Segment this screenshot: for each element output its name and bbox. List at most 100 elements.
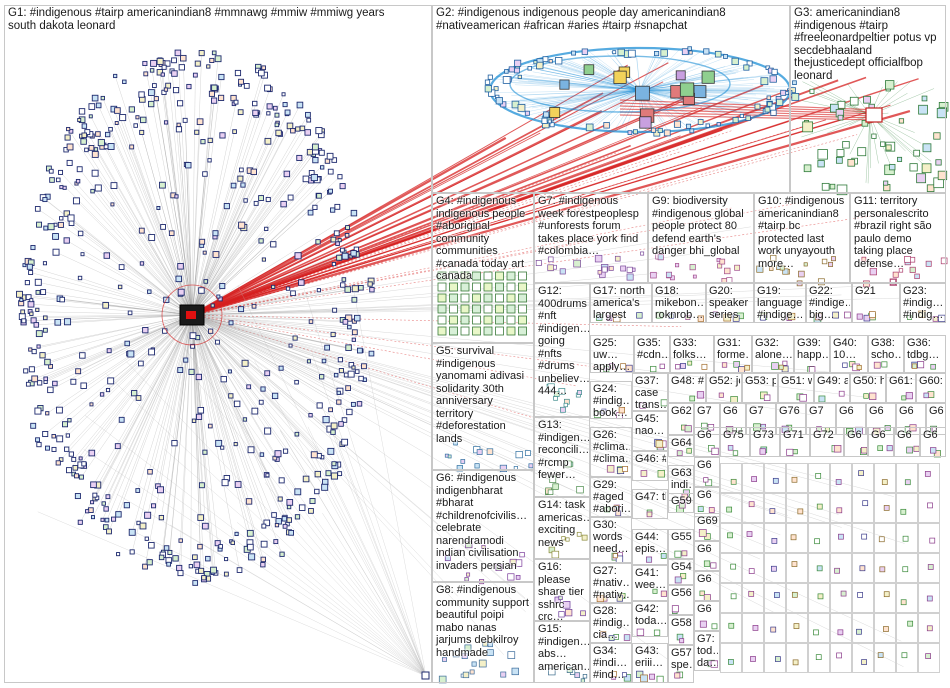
group-g75-cell[interactable]: G75 bbox=[720, 427, 750, 457]
group-cell-minor[interactable] bbox=[786, 643, 808, 673]
group-g64-cell[interactable]: G64 bbox=[668, 435, 694, 457]
group-cell-minor[interactable] bbox=[874, 523, 896, 553]
group-g66-cell[interactable]: G6 bbox=[920, 427, 946, 457]
group-cell-minor[interactable] bbox=[918, 553, 940, 583]
group-g5[interactable]: G5: survival #indigenous yanomami adivas… bbox=[432, 343, 534, 470]
group-cell-minor[interactable] bbox=[720, 463, 742, 493]
group-g22-cell[interactable]: G22: #indige… big… bbox=[806, 283, 852, 323]
group-g45-cell[interactable]: G45: nao… bbox=[632, 411, 668, 451]
group-g3[interactable]: G3: americanindian8 #indigenous #tairp #… bbox=[790, 5, 946, 193]
group-cell-minor[interactable] bbox=[808, 493, 830, 523]
group-g9[interactable]: G9: biodiversity #indigenous global peop… bbox=[648, 193, 754, 283]
group-cell-minor[interactable] bbox=[808, 553, 830, 583]
group-g2[interactable]: G2: #indigenous indigenous people day am… bbox=[432, 5, 790, 193]
group-g67-cell[interactable]: G7: tod… da… bbox=[694, 631, 720, 671]
group-cell-minor[interactable] bbox=[742, 613, 764, 643]
group-g66-cell[interactable]: G6 bbox=[868, 427, 894, 457]
group-g48-cell[interactable]: G48: #indig… bbox=[668, 373, 706, 403]
group-g52-cell[interactable]: G52: join… bbox=[706, 373, 742, 403]
group-g31-cell[interactable]: G31: forme… bbox=[714, 335, 752, 373]
group-g6[interactable]: G6: #indigenous indigenbharat #bharat #c… bbox=[432, 470, 534, 582]
group-g25-cell[interactable]: G25: uw… apply… bbox=[590, 335, 634, 373]
group-cell-minor[interactable] bbox=[764, 553, 786, 583]
group-cell-minor[interactable] bbox=[874, 643, 896, 673]
group-cell-minor[interactable] bbox=[830, 553, 852, 583]
group-g73-cell[interactable]: G73 bbox=[750, 427, 780, 457]
group-g8[interactable]: G8: #indigenous community support beauti… bbox=[432, 582, 534, 683]
group-cell-minor[interactable] bbox=[896, 523, 918, 553]
group-g34-cell[interactable]: G34: #indi… #ind… bbox=[590, 643, 632, 683]
group-cell-minor[interactable] bbox=[764, 493, 786, 523]
group-cell-minor[interactable] bbox=[852, 613, 874, 643]
group-cell-minor[interactable] bbox=[808, 613, 830, 643]
group-g17-cell[interactable]: G17: north america's largest bbox=[590, 283, 652, 323]
group-g16[interactable]: G16: please share tier sshrc crc… bbox=[534, 559, 590, 621]
group-g65-cell[interactable]: G6 bbox=[694, 427, 720, 457]
group-cell-minor[interactable] bbox=[830, 463, 852, 493]
group-cell-minor[interactable] bbox=[830, 643, 852, 673]
group-g43-cell[interactable]: G43: eriii… bbox=[632, 643, 668, 683]
group-cell-minor[interactable] bbox=[874, 493, 896, 523]
group-cell-minor[interactable] bbox=[918, 583, 940, 613]
group-g71-cell[interactable]: G71 bbox=[780, 427, 810, 457]
group-g65-cell[interactable]: G6 bbox=[844, 427, 868, 457]
group-g65-cell[interactable]: G6 bbox=[720, 403, 746, 435]
group-g65-cell[interactable]: G6 bbox=[694, 457, 720, 487]
group-g21-cell[interactable]: G21 bbox=[852, 283, 900, 323]
group-g29-cell[interactable]: G29: #aged #abori… bbox=[590, 477, 632, 517]
group-g49-cell[interactable]: G49: anyt… bbox=[814, 373, 850, 403]
group-g65-cell[interactable]: G6 bbox=[926, 403, 946, 435]
group-g66-cell[interactable]: G6 bbox=[694, 601, 720, 631]
group-g44-cell[interactable]: G44: epis… bbox=[632, 529, 668, 565]
group-g40-cell[interactable]: G40: 10… bbox=[830, 335, 868, 373]
group-g66-cell[interactable]: G6 bbox=[896, 403, 926, 435]
group-g26-cell[interactable]: G26: #clima… #clima… bbox=[590, 427, 632, 477]
group-g7[interactable]: G7: #indigenous week forestpeoplesp #unf… bbox=[534, 193, 648, 283]
group-g23-cell[interactable]: G23: #indig… #indig… bbox=[900, 283, 946, 323]
group-cell-minor[interactable] bbox=[720, 643, 742, 673]
group-g60-cell[interactable]: G60: con… bbox=[916, 373, 946, 403]
group-g4[interactable]: G4: #indigenous indigenous people #abori… bbox=[432, 193, 534, 343]
group-g27-cell[interactable]: G27: #nativ… #nativ… bbox=[590, 563, 632, 603]
group-cell-minor[interactable] bbox=[918, 613, 940, 643]
group-cell-minor[interactable] bbox=[742, 553, 764, 583]
group-g55-cell[interactable]: G55: viol… bbox=[668, 529, 694, 559]
group-cell-minor[interactable] bbox=[874, 463, 896, 493]
group-cell-minor[interactable] bbox=[720, 583, 742, 613]
group-g63-cell[interactable]: G63: indi… bbox=[668, 465, 694, 501]
group-cell-minor[interactable] bbox=[808, 463, 830, 493]
group-g66-cell[interactable]: G6 bbox=[836, 403, 866, 435]
group-g56-cell[interactable]: G56: find… bbox=[668, 585, 694, 615]
group-g65-cell[interactable]: G6 bbox=[894, 427, 920, 457]
group-cell-minor[interactable] bbox=[852, 583, 874, 613]
group-cell-minor[interactable] bbox=[786, 613, 808, 643]
group-cell-minor[interactable] bbox=[720, 553, 742, 583]
group-cell-minor[interactable] bbox=[742, 583, 764, 613]
group-g69-cell[interactable]: G69 bbox=[694, 513, 720, 541]
group-cell-minor[interactable] bbox=[896, 613, 918, 643]
group-g58-cell[interactable]: G58: mis… bbox=[668, 615, 694, 645]
group-g28-cell[interactable]: G28: #indig… cia… bbox=[590, 603, 632, 643]
group-cell-minor[interactable] bbox=[918, 523, 940, 553]
group-g35-cell[interactable]: G35: #cdn… bbox=[634, 335, 670, 373]
group-cell-minor[interactable] bbox=[874, 613, 896, 643]
group-cell-minor[interactable] bbox=[786, 463, 808, 493]
group-g59-cell[interactable]: G59: #s… bbox=[668, 493, 694, 513]
group-cell-minor[interactable] bbox=[896, 553, 918, 583]
group-g41-cell[interactable]: G41: wee… bbox=[632, 565, 668, 601]
group-cell-minor[interactable] bbox=[764, 643, 786, 673]
group-g47-cell[interactable]: G47: think… bbox=[632, 489, 668, 519]
group-cell-minor[interactable] bbox=[786, 553, 808, 583]
group-g42-cell[interactable]: G42: toda… bbox=[632, 601, 668, 637]
group-g36-cell[interactable]: G36: tdbg… bbox=[904, 335, 946, 373]
group-cell-minor[interactable] bbox=[852, 523, 874, 553]
group-g37-cell[interactable]: G37: case trans… bbox=[632, 373, 668, 411]
group-cell-minor[interactable] bbox=[742, 493, 764, 523]
group-cell-minor[interactable] bbox=[764, 613, 786, 643]
group-g14[interactable]: G14: task americas… exciting news bbox=[534, 497, 590, 559]
group-g19-cell[interactable]: G19: language #indige… bbox=[754, 283, 806, 323]
group-cell-minor[interactable] bbox=[896, 643, 918, 673]
group-g13[interactable]: G13: #indigen… reconcili… #rcmp fewer… bbox=[534, 417, 590, 497]
group-cell-minor[interactable] bbox=[742, 643, 764, 673]
group-g30-cell[interactable]: G30: words need… bbox=[590, 517, 632, 563]
